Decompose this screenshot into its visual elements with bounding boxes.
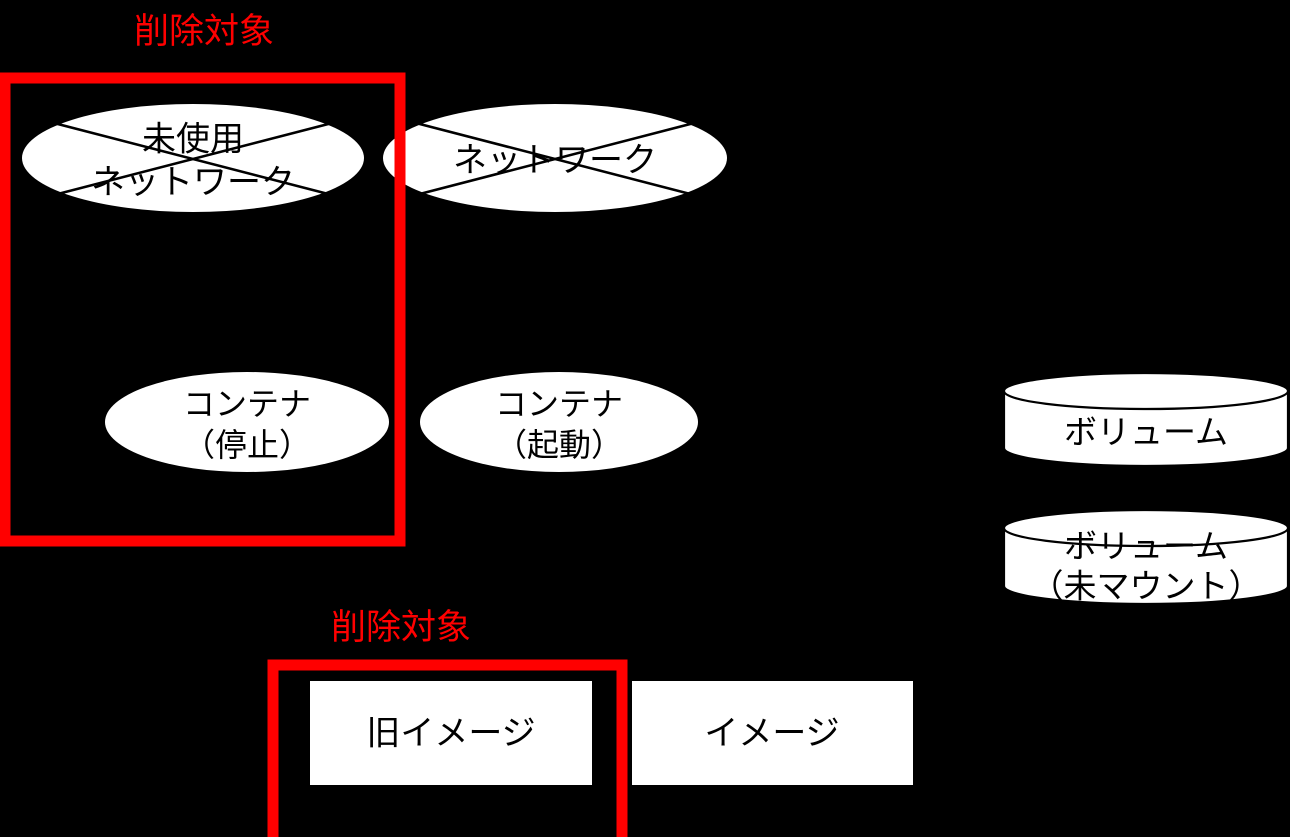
- node-container-stopped: コンテナ （停止）: [105, 372, 389, 472]
- node-unused-network: 未使用 ネットワーク: [22, 104, 364, 212]
- image-rect: [632, 681, 913, 785]
- volume-unmounted-cylinder-top: [1002, 508, 1290, 548]
- image-label: イメージ: [704, 714, 839, 754]
- node-volume-unmounted: ボリューム （未マウント）: [1002, 508, 1290, 606]
- volume-label-line1: ボリューム: [1064, 413, 1228, 452]
- top-highlight-box: [0, 72, 406, 547]
- volume-cylinder-body: [1002, 389, 1290, 468]
- old-image-label: 旧イメージ: [366, 714, 535, 754]
- container-running-label-line2: （起動）: [495, 426, 623, 464]
- container-stopped-label-line1: コンテナ: [183, 385, 311, 423]
- volume-unmounted-label-line1: ボリューム: [1064, 527, 1228, 566]
- node-image: イメージ: [632, 681, 913, 785]
- unused-network-label-line1: 未使用: [142, 120, 244, 160]
- unused-network-label-line2: ネットワーク: [91, 163, 295, 203]
- node-volume: ボリューム: [1002, 371, 1290, 468]
- container-running-ellipse: [420, 372, 698, 472]
- container-stopped-label-line2: （停止）: [183, 426, 311, 464]
- volume-unmounted-cylinder-body: [1002, 526, 1290, 606]
- network-cross-line-b: [411, 120, 699, 198]
- node-container-running: コンテナ （起動）: [420, 372, 698, 472]
- old-image-rect: [310, 681, 592, 785]
- container-stopped-ellipse: [105, 372, 389, 472]
- network-label-line1: ネットワーク: [453, 141, 657, 181]
- volume-cylinder-top: [1002, 371, 1290, 411]
- bottom-highlight-box: [267, 659, 628, 837]
- container-running-label-line1: コンテナ: [495, 385, 623, 423]
- unused-network-cross-line-b: [49, 120, 337, 198]
- top-deletion-label: 削除対象: [134, 12, 274, 52]
- node-old-image: 旧イメージ: [310, 681, 592, 785]
- node-network: ネットワーク: [383, 104, 727, 212]
- bottom-deletion-label: 削除対象: [331, 608, 471, 648]
- volume-unmounted-label-line2: （未マウント）: [1031, 567, 1262, 606]
